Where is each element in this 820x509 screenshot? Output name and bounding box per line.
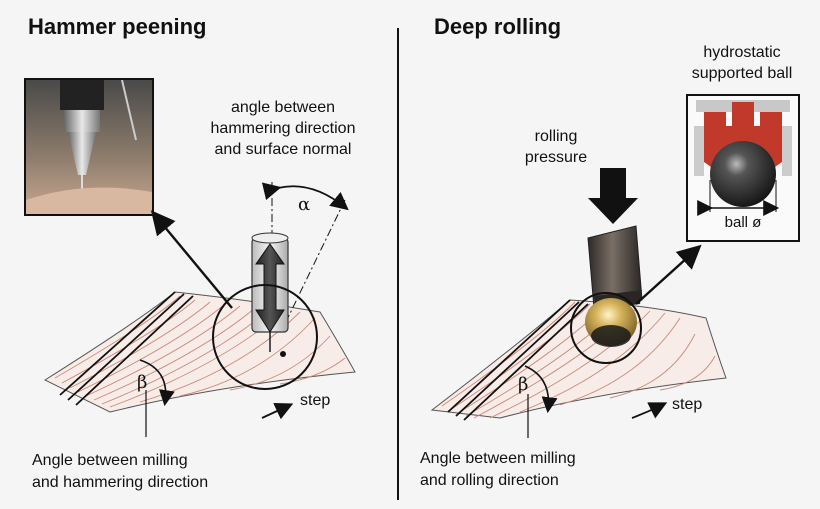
left-beta-symbol: β: [137, 372, 148, 393]
hammer-peening-photo: [24, 78, 154, 216]
rolling-pressure-line-1: rolling: [534, 128, 578, 145]
left-step-arrow: [261, 402, 294, 420]
left-zoom-circle: [212, 284, 318, 390]
right-bottom-caption-line-2: and rolling direction: [420, 472, 559, 489]
right-beta-symbol: β: [518, 374, 529, 395]
right-step-arrow: [631, 402, 668, 419]
deep-rolling-title: Deep rolling: [434, 14, 562, 39]
left-step-label: step: [300, 392, 331, 409]
left-direction-lines: [59, 291, 194, 406]
alpha-symbol: α: [298, 194, 311, 215]
angle-alpha-caption-line-2: hammering direction: [210, 120, 356, 137]
right-zoom-circle: [570, 292, 642, 364]
rolling-pressure-label: rolling pressure: [506, 126, 606, 168]
ball-caption-line-1: hydrostatic: [703, 44, 781, 61]
angle-alpha-caption-line-3: and surface normal: [214, 141, 352, 158]
alpha-arc: [261, 182, 349, 211]
angle-alpha-caption: angle between hammering direction and su…: [188, 97, 378, 160]
hammer-peening-title: Hammer peening: [28, 14, 207, 39]
right-beta-arc: [524, 365, 558, 414]
left-bottom-caption-line-2: and hammering direction: [32, 474, 209, 491]
right-step-label: step: [672, 396, 703, 413]
ball-holder-drawing: [694, 100, 792, 216]
left-photo-pointer-arrow: [150, 210, 233, 309]
right-direction-lines: [447, 299, 589, 421]
rolling-pressure-arrow: [588, 168, 638, 224]
ball-holder-photo: ball ø: [686, 94, 800, 242]
right-surface: [430, 299, 727, 421]
ball-caption: hydrostatic supported ball: [662, 42, 820, 84]
ball-diameter-label: ball ø: [724, 214, 762, 231]
right-bottom-caption: Angle between milling and rolling direct…: [420, 448, 576, 492]
left-bottom-caption-line-1: Angle between milling: [32, 452, 188, 469]
rolling-tool: [585, 225, 643, 347]
rolling-pressure-line-2: pressure: [524, 149, 588, 166]
angle-alpha-caption-line-1: angle between: [230, 99, 336, 116]
left-beta-arc: [139, 359, 175, 407]
right-bottom-caption-line-1: Angle between milling: [420, 450, 576, 467]
ball-caption-line-2: supported ball: [691, 65, 793, 82]
right-photo-pointer-arrow: [635, 244, 702, 305]
left-bottom-caption: Angle between milling and hammering dire…: [32, 450, 208, 494]
hammer-photo-drawing: [26, 80, 152, 214]
